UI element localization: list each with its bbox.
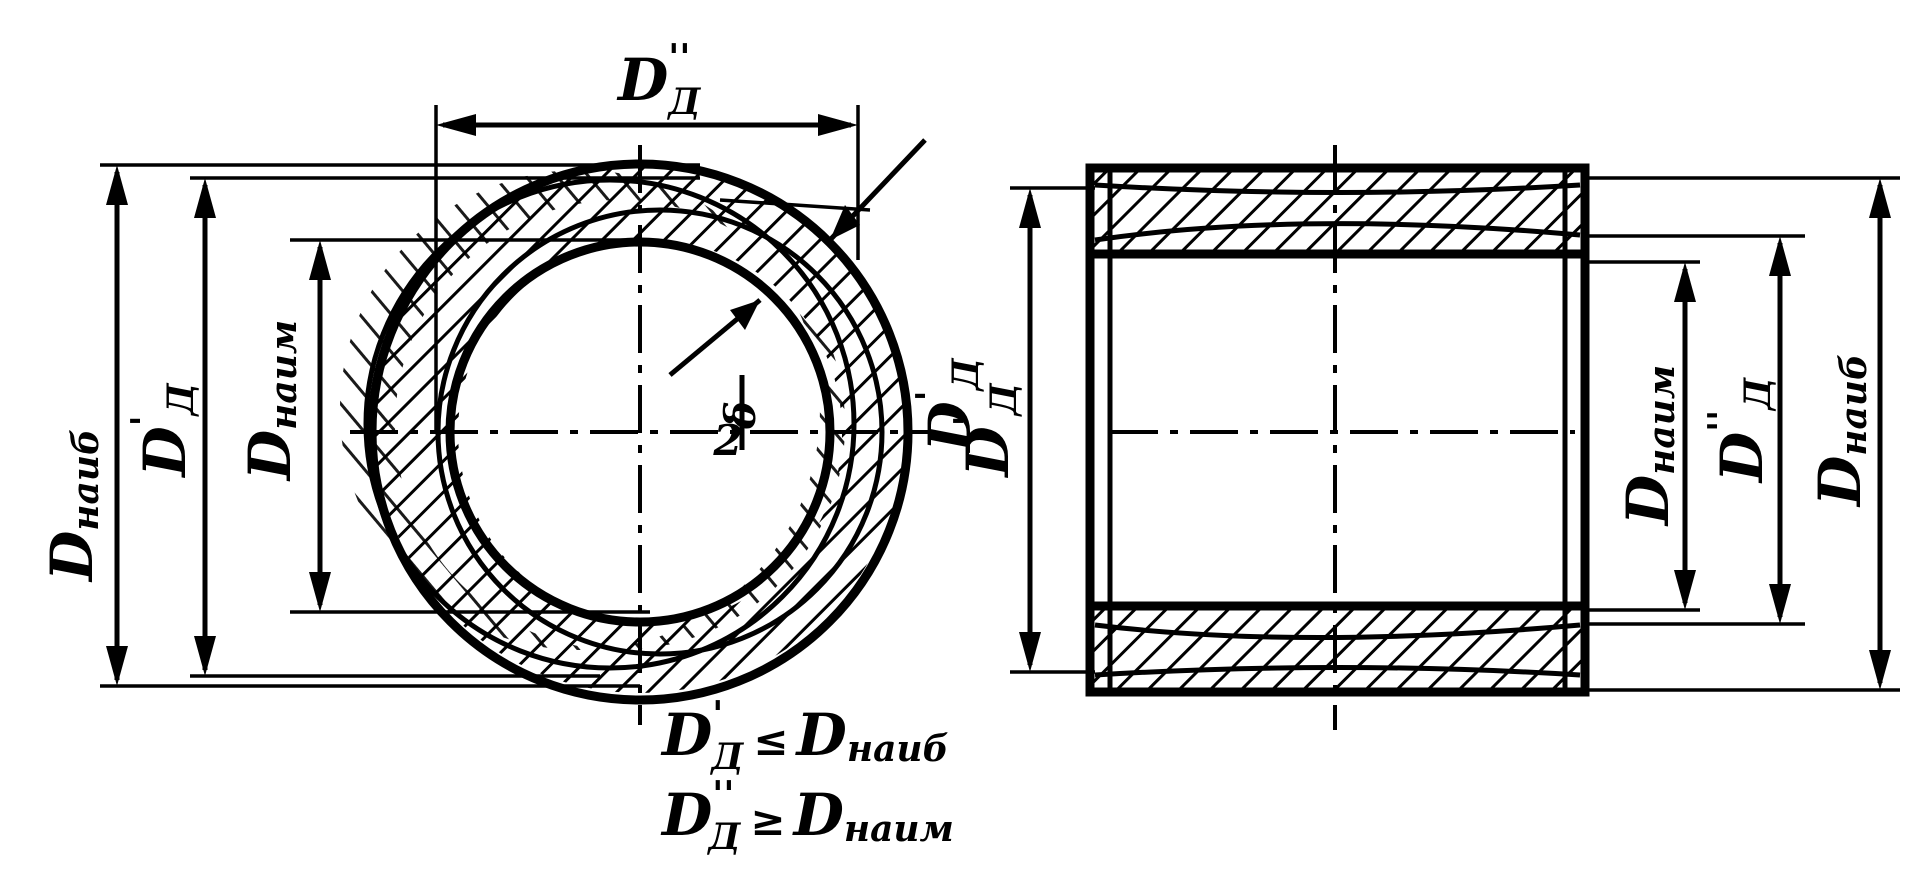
svg-text:D'Д: D'Д	[909, 357, 987, 453]
label-right-dmin: D	[1614, 475, 1682, 527]
svg-text:D''Д: D''Д	[1701, 377, 1779, 484]
right-view: D'Д Dнаим D''Д Dнаиб	[947, 145, 1900, 730]
label-right-dprime: D	[954, 426, 1022, 478]
svg-text:Dнаиб: Dнаиб	[38, 429, 107, 583]
bottom-wall-hatch	[1090, 606, 1585, 692]
left-view: Dнаиб D'Д Dнаим D''Д δ 2 D'Д D'Д≤Dнаиб D…	[38, 37, 987, 858]
svg-text:Dнаим: Dнаим	[1614, 365, 1683, 527]
label-right-dmax: D	[1806, 456, 1874, 508]
label-delta-denominator: 2	[712, 416, 742, 465]
svg-text:Dнаиб: Dнаиб	[1806, 354, 1875, 508]
eccentric-outer-profile	[363, 177, 857, 671]
svg-text:Dнаим: Dнаим	[236, 320, 305, 482]
svg-text:D''Д: D''Д	[616, 37, 701, 123]
label-dprime-left: D	[131, 426, 199, 478]
formula-2: D''Д≥Dнаим	[660, 774, 954, 858]
svg-text:D'Д: D'Д	[947, 382, 1025, 478]
label-right-dd: D	[1708, 432, 1776, 484]
label-dmin-left: D	[236, 430, 304, 482]
label-dmax-left: D	[38, 531, 106, 583]
label-dd-top: D	[616, 46, 668, 114]
top-wall-hatch	[1090, 168, 1585, 254]
bushing-outer-outline	[1085, 163, 1590, 697]
label-dprime-right-of-circle: D	[916, 401, 984, 453]
formula-1: D'Д≤Dнаиб	[660, 694, 949, 778]
svg-text:D'Д: D'Д	[124, 382, 202, 478]
